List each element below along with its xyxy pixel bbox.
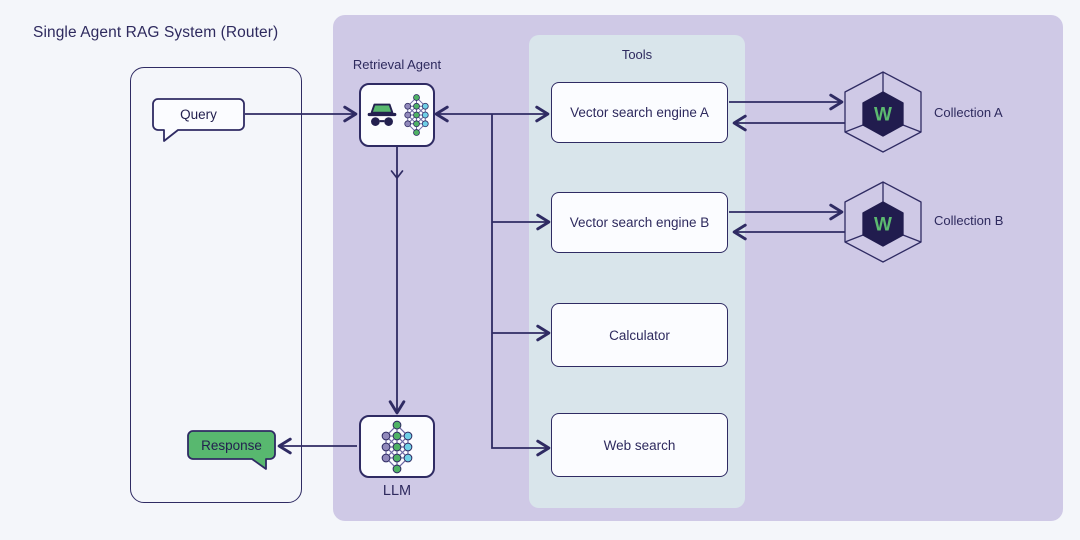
tool-vector-search-a: Vector search engine A bbox=[551, 82, 728, 143]
llm-node bbox=[359, 415, 435, 478]
llm-label: LLM bbox=[382, 483, 412, 499]
neural-network-icon bbox=[403, 94, 429, 136]
collection-a-label: Collection A bbox=[934, 105, 1003, 120]
response-node: Response bbox=[201, 437, 262, 453]
client-container-box bbox=[130, 67, 302, 503]
retrieval-agent-node bbox=[359, 83, 435, 147]
tool-calculator: Calculator bbox=[551, 303, 728, 367]
tool-web-search: Web search bbox=[551, 413, 728, 477]
collection-b-label: Collection B bbox=[934, 213, 1004, 228]
query-node: Query bbox=[180, 107, 217, 122]
tool-vector-search-b: Vector search engine B bbox=[551, 192, 728, 253]
retrieval-agent-label: Retrieval Agent bbox=[352, 57, 442, 72]
neural-network-icon bbox=[381, 420, 413, 473]
incognito-agent-icon bbox=[367, 103, 396, 126]
page-title: Single Agent RAG System (Router) bbox=[33, 24, 279, 41]
tools-title: Tools bbox=[621, 47, 653, 62]
